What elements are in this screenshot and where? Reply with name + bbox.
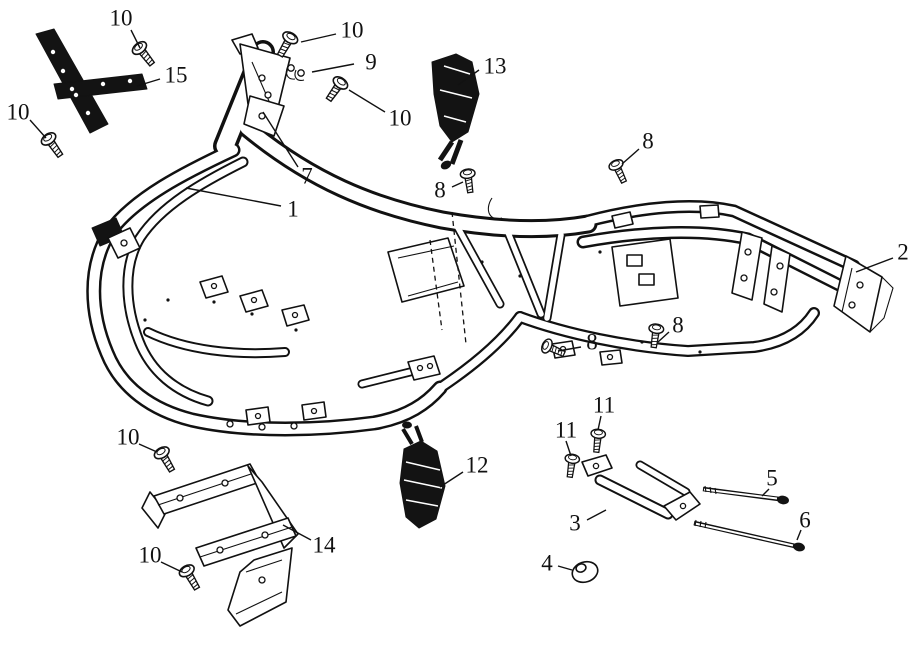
bushing-part4: [571, 560, 599, 584]
screw-10-c: [321, 73, 351, 106]
leader-lines: [29, 29, 894, 573]
screw-8-b: [606, 156, 632, 186]
callout-15: 15: [164, 62, 188, 88]
callout-6: 6: [799, 507, 811, 533]
screw-11-a: [588, 427, 607, 454]
rear-brace-part3: [581, 454, 701, 521]
callout-10-left-edge: 10: [6, 99, 30, 125]
callout-5: 5: [766, 465, 778, 491]
callout-8-top-right: 8: [642, 128, 654, 154]
rear-end-plate-part2: [833, 255, 894, 333]
screw-10-f: [176, 561, 205, 594]
rubber-damper-part12: [399, 421, 446, 529]
callout-11-lower: 11: [554, 417, 578, 443]
screw-10-e: [151, 443, 180, 476]
callout-1: 1: [287, 196, 299, 222]
lower-bracket-part14: [141, 463, 299, 627]
callout-8-lower-mid: 8: [586, 329, 598, 355]
t-bracket-part15: [35, 28, 148, 134]
callout-11-upper: 11: [592, 392, 616, 418]
screw-10-a: [129, 38, 160, 70]
callout-7: 7: [301, 163, 313, 189]
clamp-part9: [285, 64, 305, 81]
callout-10-lower-left: 10: [116, 424, 140, 450]
callout-10-upper-mid: 10: [388, 105, 412, 131]
callout-10-top-mid: 10: [340, 17, 364, 43]
long-bolt-part5: [702, 485, 789, 505]
callout-9: 9: [365, 49, 377, 75]
callout-8-mid-left: 8: [434, 177, 446, 203]
frame-gussets-and-tabs: [91, 33, 894, 431]
screw-8-a: [459, 167, 479, 195]
screw-11-b: [561, 452, 581, 479]
callout-13: 13: [483, 53, 507, 79]
callout-10-top-left: 10: [109, 5, 133, 31]
callout-3: 3: [569, 510, 581, 536]
callout-2: 2: [897, 239, 909, 265]
callout-12: 12: [465, 452, 489, 478]
callout-4: 4: [541, 550, 553, 576]
callout-10-bottom-left: 10: [138, 542, 162, 568]
long-bolt-part6: [693, 519, 805, 552]
callout-14: 14: [312, 532, 336, 558]
rubber-damper-part13: [431, 53, 480, 170]
callout-8-mid-right: 8: [672, 312, 684, 338]
